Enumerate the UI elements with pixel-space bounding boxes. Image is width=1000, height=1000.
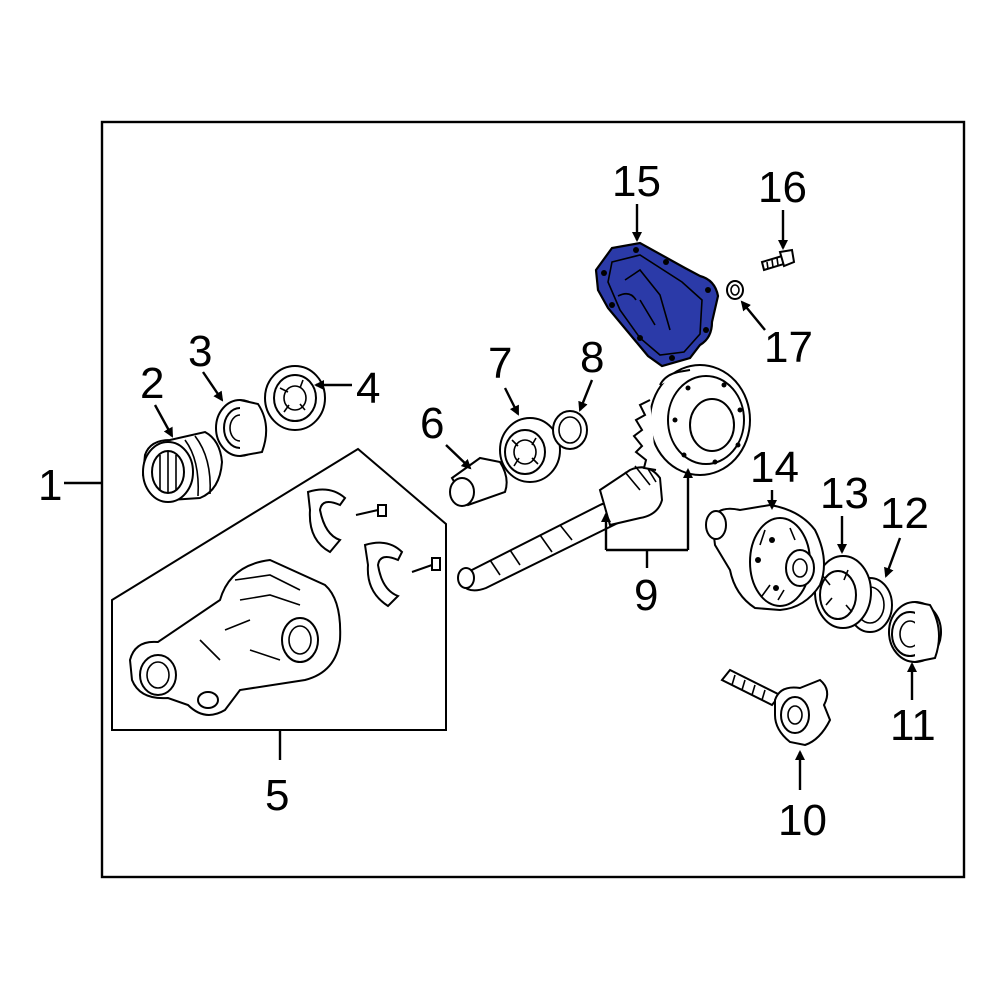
callout-2-label: 2 (140, 359, 164, 408)
callout-17-label: 17 (764, 323, 813, 372)
callout-9-label: 9 (634, 571, 658, 620)
callout-14[interactable]: 14 (750, 443, 799, 510)
part-17-washer[interactable] (726, 280, 744, 300)
part-10-side-flange[interactable] (720, 668, 832, 747)
callout-15[interactable]: 15 (612, 157, 661, 242)
callout-4-label: 4 (356, 364, 380, 413)
callout-6[interactable]: 6 (420, 399, 472, 470)
callout-4[interactable]: 4 (314, 364, 380, 413)
callout-3-label: 3 (188, 327, 212, 376)
callout-11-label: 11 (890, 701, 936, 750)
part-7-pinion-bearing[interactable] (499, 417, 561, 483)
callout-10-label: 10 (778, 796, 827, 845)
callout-16[interactable]: 16 (758, 163, 807, 250)
callout-17[interactable]: 17 (740, 300, 813, 372)
callout-12[interactable]: 12 (880, 489, 929, 578)
callout-16-label: 16 (758, 163, 807, 212)
callout-13[interactable]: 13 (820, 469, 869, 554)
part-16-bolt[interactable] (760, 248, 796, 272)
callout-8[interactable]: 8 (578, 333, 604, 412)
part-9-ring-and-pinion[interactable] (457, 364, 751, 592)
callout-5-label: 5 (265, 771, 289, 820)
callout-9[interactable]: 9 (601, 468, 693, 620)
callout-3[interactable]: 3 (188, 327, 224, 402)
callout-2[interactable]: 2 (140, 359, 174, 438)
part-2-cv-joint[interactable] (141, 430, 224, 503)
callout-7[interactable]: 7 (488, 339, 520, 416)
part-5-carrier-housing[interactable] (111, 447, 447, 731)
part-8-shim[interactable] (552, 410, 588, 450)
part-13-side-bearing[interactable] (814, 555, 872, 629)
callout-12-label: 12 (880, 489, 929, 538)
housing-group-outline (111, 447, 447, 731)
part-14-differential-case[interactable] (705, 503, 825, 612)
callout-5[interactable]: 5 (265, 731, 289, 820)
callout-13-label: 13 (820, 469, 869, 518)
callout-1-label: 1 (38, 461, 62, 510)
part-11-side-seal[interactable] (888, 601, 942, 663)
callout-15-label: 15 (612, 157, 661, 206)
callout-10[interactable]: 10 (778, 750, 827, 845)
callout-6-label: 6 (420, 399, 444, 448)
callout-1[interactable]: 1 (38, 461, 102, 510)
diagram-frame (100, 120, 966, 879)
part-6-collapsible-spacer[interactable] (449, 456, 508, 507)
callout-7-label: 7 (488, 339, 512, 388)
part-4-bearing[interactable] (264, 365, 326, 431)
callout-14-label: 14 (750, 443, 799, 492)
callout-11[interactable]: 11 (890, 662, 936, 750)
callout-8-label: 8 (580, 333, 604, 382)
part-15-rear-cover-highlighted[interactable] (594, 241, 720, 368)
part-3-oil-seal[interactable] (215, 399, 268, 457)
